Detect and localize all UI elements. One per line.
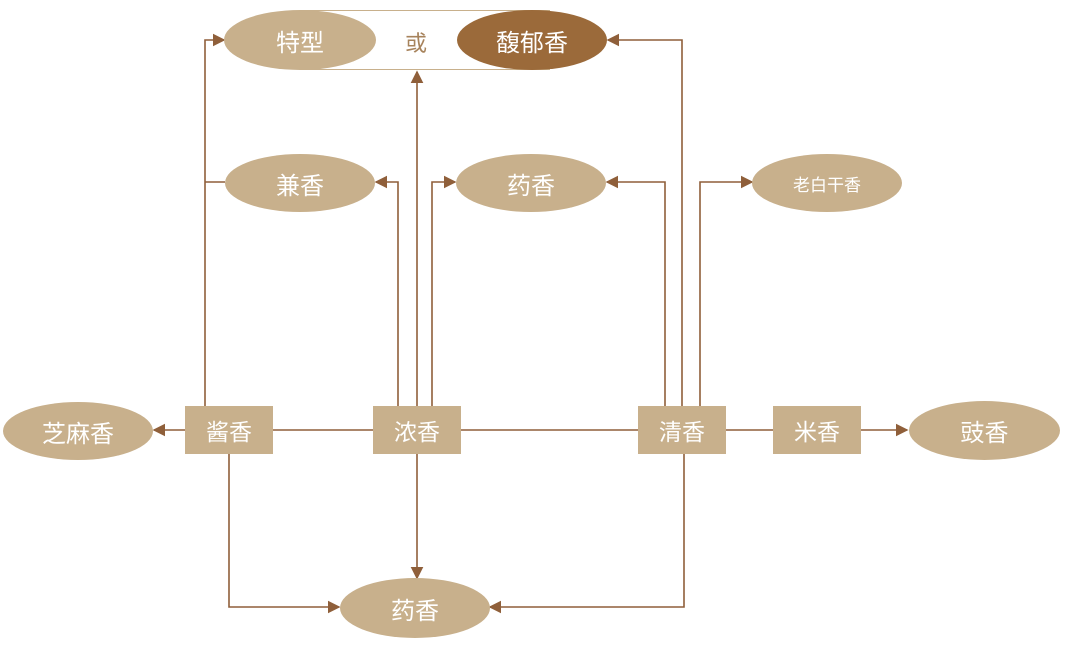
node-chixiang: 豉香: [909, 401, 1060, 460]
edge-qing-fuyu: [606, 33, 683, 406]
edge-jiang-texing: [204, 33, 226, 406]
or-group-frame: [300, 10, 550, 70]
node-jianxiang: 兼香: [225, 154, 375, 212]
node-yaoxiang-bottom: 药香: [340, 578, 490, 638]
edge-nong-jian: [374, 175, 399, 406]
node-nongxiang: 浓香: [373, 406, 461, 454]
or-label: 或: [404, 32, 427, 57]
node-texing: 特型: [224, 10, 376, 70]
edge-qing-yao-top: [605, 175, 666, 406]
node-zhixiang: 芝麻香: [3, 402, 153, 460]
node-jiangxiang: 酱香: [185, 406, 273, 454]
node-yaoxiang-top: 药香: [456, 154, 606, 212]
edge-qing-yao-bottom: [488, 454, 685, 614]
edge-jiang-yao-bottom: [228, 454, 341, 614]
node-fuyuxiang: 馥郁香: [457, 10, 607, 70]
node-laobaigan: 老白干香: [752, 154, 902, 212]
node-mixiang: 米香: [773, 406, 861, 454]
edge-qing-laobaigan: [699, 175, 754, 406]
edge-nong-yao-top: [431, 175, 457, 406]
node-qingxiang: 清香: [638, 406, 726, 454]
